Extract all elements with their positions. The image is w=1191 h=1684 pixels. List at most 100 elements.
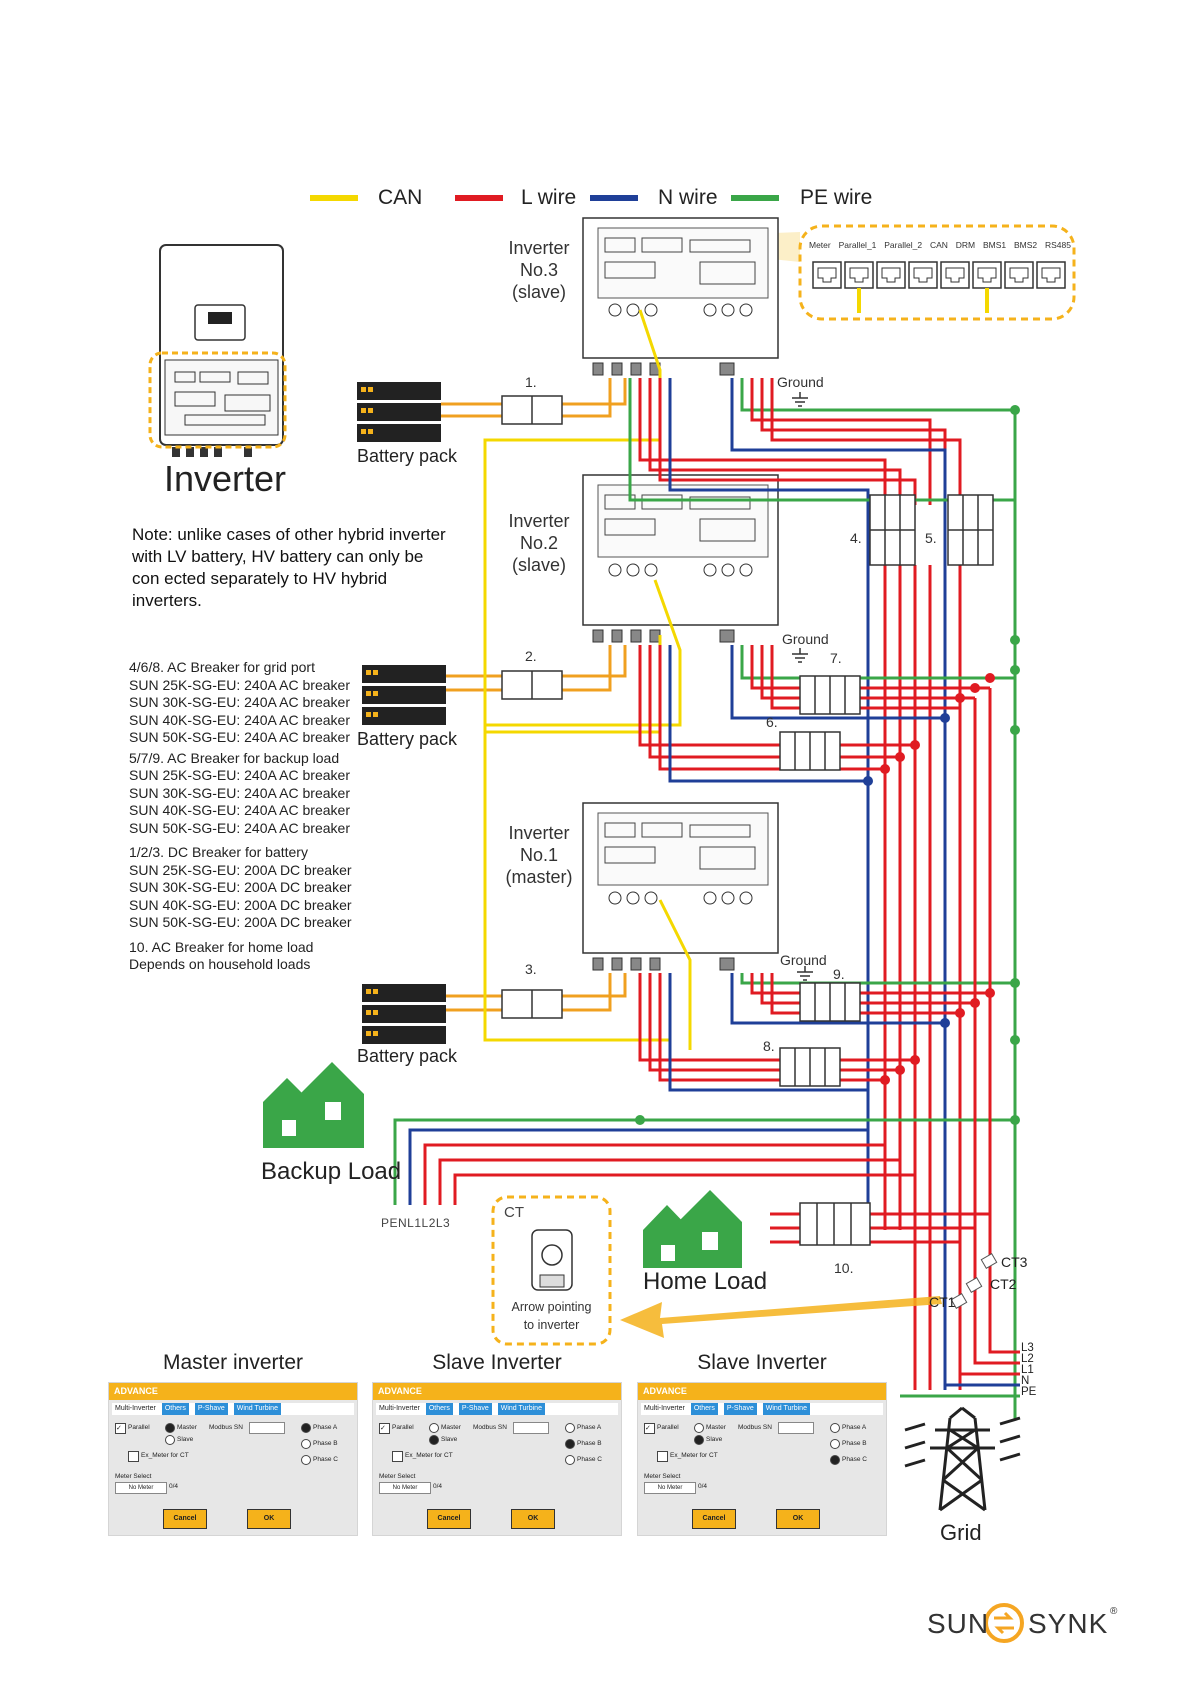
- slave-radio[interactable]: [694, 1435, 704, 1445]
- ct-caption: Arrow pointing to inverter: [496, 1298, 607, 1334]
- ex-meter-checkbox[interactable]: [392, 1451, 403, 1462]
- junction-dots: [635, 405, 1020, 1125]
- inverter-label-line: (slave): [511, 555, 566, 575]
- inverter-1-label: Inverter No.1 (master): [496, 822, 582, 888]
- tab-wind-turbine[interactable]: Wind Turbine: [233, 1403, 281, 1415]
- breaker-number-7: 7.: [830, 650, 842, 666]
- master-radio[interactable]: [165, 1423, 175, 1433]
- phase-c-radio[interactable]: [565, 1455, 575, 1465]
- ok-button[interactable]: OK: [776, 1509, 820, 1529]
- ct1-label: CT1: [929, 1294, 956, 1310]
- phase-c-radio[interactable]: [830, 1455, 840, 1465]
- inverter-label-line: Inverter: [508, 823, 570, 843]
- breaker-number-2: 2.: [525, 648, 537, 664]
- ct-clamps: [950, 1252, 998, 1310]
- meter-select-field[interactable]: No Meter: [379, 1482, 431, 1494]
- parallel-label: Parallel: [392, 1424, 414, 1431]
- master-label: Master: [177, 1424, 197, 1431]
- cancel-button[interactable]: Cancel: [692, 1509, 736, 1529]
- grid-phase-label: PE: [1021, 1386, 1037, 1398]
- inverter-label-line: Inverter: [508, 238, 570, 258]
- port-label: CAN: [929, 240, 948, 250]
- phase-a-radio[interactable]: [830, 1423, 840, 1433]
- tab-others[interactable]: Others: [690, 1403, 718, 1415]
- phase-c-label: Phase C: [313, 1456, 338, 1463]
- ac-breakers: [779, 494, 994, 1246]
- tab-wind-turbine[interactable]: Wind Turbine: [762, 1403, 810, 1415]
- spec-heading: 1/2/3. DC Breaker for battery: [129, 844, 308, 860]
- tab-p-shave[interactable]: P-Shave: [458, 1403, 492, 1415]
- modbus-sn-input[interactable]: [513, 1422, 549, 1434]
- breaker-number-8: 8.: [763, 1038, 775, 1054]
- phase-b-label: Phase B: [577, 1440, 602, 1447]
- spec-line: SUN 25K-SG-EU: 240A AC breaker: [129, 676, 350, 693]
- slave-radio[interactable]: [165, 1435, 175, 1445]
- tab-others[interactable]: Others: [161, 1403, 189, 1415]
- tab-multi-inverter[interactable]: Multi-Inverter: [379, 1405, 420, 1412]
- phase-b-radio[interactable]: [565, 1439, 575, 1449]
- meter-select-field[interactable]: No Meter: [115, 1482, 167, 1494]
- inverter-2-label: Inverter No.2 (slave): [496, 510, 582, 576]
- legend-n-label: N wire: [658, 186, 718, 209]
- inverter-label-line: No.1: [519, 845, 559, 865]
- phase-b-label: Phase B: [313, 1440, 338, 1447]
- master-radio[interactable]: [429, 1423, 439, 1433]
- grid-phase-label: N: [1021, 1375, 1030, 1387]
- spec-line: SUN 40K-SG-EU: 200A DC breaker: [129, 896, 352, 913]
- panel-header: ADVANCE: [638, 1383, 886, 1400]
- phase-a-radio[interactable]: [301, 1423, 311, 1433]
- ex-meter-label: Ex_Meter for CT: [405, 1452, 453, 1459]
- cancel-button[interactable]: Cancel: [163, 1509, 207, 1529]
- inverter-illustration: [148, 244, 287, 457]
- ex-meter-label: Ex_Meter for CT: [670, 1452, 718, 1459]
- tab-multi-inverter[interactable]: Multi-Inverter: [644, 1405, 685, 1412]
- grid-phase-labels: L3 L2 L1 N PE: [1021, 1342, 1037, 1398]
- spec-line: SUN 25K-SG-EU: 200A DC breaker: [129, 861, 352, 878]
- parallel-checkbox[interactable]: ✓: [644, 1423, 655, 1434]
- phase-a-label: Phase A: [313, 1424, 338, 1431]
- breaker-number-1: 1.: [525, 374, 537, 390]
- breaker-number-4: 4.: [850, 530, 862, 546]
- port-labels: Meter Parallel_1 Parallel_2 CAN DRM BMS1…: [809, 240, 1071, 250]
- tab-p-shave[interactable]: P-Shave: [194, 1403, 228, 1415]
- tab-others[interactable]: Others: [425, 1403, 453, 1415]
- modbus-label: Modbus SN: [473, 1424, 507, 1431]
- cancel-button[interactable]: Cancel: [427, 1509, 471, 1529]
- grid-phase-label: L1: [1021, 1364, 1034, 1376]
- ok-button[interactable]: OK: [247, 1509, 291, 1529]
- spec-line: SUN 30K-SG-EU: 240A AC breaker: [129, 784, 350, 801]
- parallel-checkbox[interactable]: ✓: [115, 1423, 126, 1434]
- settings-panel-slave-2: ADVANCE Multi-Inverter Others P-Shave Wi…: [637, 1382, 887, 1536]
- ex-meter-checkbox[interactable]: [657, 1451, 668, 1462]
- phase-a-radio[interactable]: [565, 1423, 575, 1433]
- phase-c-radio[interactable]: [301, 1455, 311, 1465]
- slave-label: Slave: [441, 1436, 458, 1443]
- ex-meter-checkbox[interactable]: [128, 1451, 139, 1462]
- ground-label-2: Ground: [782, 631, 829, 647]
- meter-select-label: Meter Select: [115, 1473, 152, 1480]
- tab-multi-inverter[interactable]: Multi-Inverter: [115, 1405, 156, 1412]
- legend-pe-label: PE wire: [800, 186, 873, 209]
- slave-radio[interactable]: [429, 1435, 439, 1445]
- master-label: Master: [706, 1424, 726, 1431]
- inverter-label-line: No.3: [519, 260, 559, 280]
- legend-l-label: L wire: [521, 186, 577, 209]
- tab-p-shave[interactable]: P-Shave: [723, 1403, 757, 1415]
- grid-label: Grid: [940, 1520, 982, 1545]
- battery-pack-2: [362, 665, 446, 725]
- phase-b-radio[interactable]: [830, 1439, 840, 1449]
- modbus-sn-input[interactable]: [249, 1422, 285, 1434]
- ok-button[interactable]: OK: [511, 1509, 555, 1529]
- meter-select-field[interactable]: No Meter: [644, 1482, 696, 1494]
- master-radio[interactable]: [694, 1423, 704, 1433]
- brand-logo-icon: [984, 1603, 1024, 1643]
- modbus-sn-input[interactable]: [778, 1422, 814, 1434]
- parallel-checkbox[interactable]: ✓: [379, 1423, 390, 1434]
- meter-select-label: Meter Select: [379, 1473, 416, 1480]
- phase-b-radio[interactable]: [301, 1439, 311, 1449]
- breaker-specs: 4/6/8. AC Breaker for grid port SUN 25K-…: [129, 659, 389, 974]
- backup-load-phase-labels: PENL1L2L3: [381, 1216, 451, 1230]
- tab-wind-turbine[interactable]: Wind Turbine: [497, 1403, 545, 1415]
- parallel-label: Parallel: [657, 1424, 679, 1431]
